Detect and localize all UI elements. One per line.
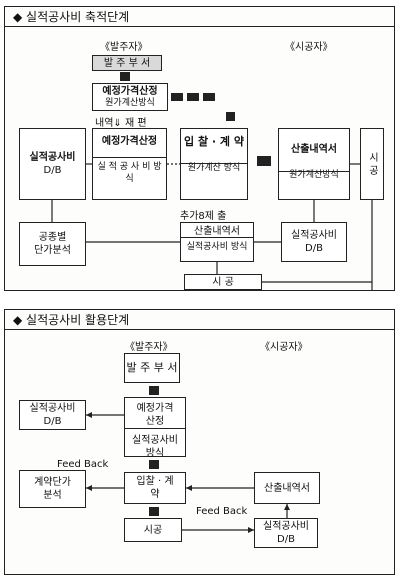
- owner-label: 《발주자》: [125, 342, 173, 353]
- calc-statement-text: 산출내역서: [291, 144, 337, 155]
- db-box-right: 실적공사비 D/B: [254, 518, 318, 548]
- owner-dept-text: 발 주 부 서: [126, 360, 178, 374]
- construction-box: 시 공: [360, 128, 384, 200]
- estimate-text: 예정가격 산정: [136, 403, 174, 427]
- arrow-right-icon: [171, 93, 183, 101]
- construction-text: 시 공: [366, 152, 378, 176]
- db-right-line-1: 실적공사비: [291, 230, 337, 241]
- contract-unit-box: 계약단가 분석: [19, 470, 86, 508]
- method-text: 실적공사비 방식: [132, 435, 178, 459]
- calc-statement-box: 산출내역서 원가계산방식: [278, 128, 350, 200]
- contract-unit-line-2: 분석: [43, 490, 62, 501]
- contractor-label: 《시공자》: [260, 342, 308, 353]
- calc-statement2-text: 산출내역서: [194, 226, 240, 237]
- contractor-label: 《시공자》: [285, 42, 333, 53]
- estimate-top-box: 예정가격산정 원가계산방식: [92, 83, 168, 111]
- bidding-text: 입 찰 · 계 약: [184, 135, 244, 148]
- bidding-box: 입찰 · 계약: [124, 472, 186, 504]
- db-line-2: D/B: [43, 416, 62, 427]
- db-box-right: 실적공사비 D/B: [281, 222, 347, 262]
- db-box-left: 실적공사비 D/B: [19, 128, 86, 200]
- section-title: ◆ 실적공사비 축적단계: [5, 7, 394, 27]
- arrow-right-icon: [257, 156, 271, 166]
- arrow-right-icon: [203, 93, 215, 101]
- calc-method-text: 원가계산방식: [289, 170, 339, 180]
- estimate-top-text: 예정가격산정: [102, 85, 158, 97]
- owner-label: 《발주자》: [100, 42, 148, 53]
- db-line-1: 실적공사비: [29, 152, 76, 163]
- db-right-line-2: D/B: [305, 243, 323, 254]
- mid-method-text: 실 적 공 사 비 방 식: [97, 162, 162, 184]
- down-arrow-icon: [120, 72, 130, 81]
- bidding-box: 입 찰 · 계 약 원가계산 방식: [180, 128, 248, 200]
- calc-statement-text: 산출내역서: [264, 482, 310, 494]
- db-line-1: 실적공사비: [29, 403, 76, 414]
- construction-text: 시공: [143, 524, 163, 536]
- owner-dept-text: 발 주 부 서: [103, 57, 151, 69]
- bidding-method-text: 원가계산 방식: [187, 163, 241, 174]
- breakdown-label: 내역⇓ 재 편: [95, 118, 147, 129]
- mid-estimate-box: 예정가격산정 실 적 공 사 비 방 식: [92, 128, 167, 200]
- owner-dept-box: 발 주 부 서: [124, 353, 180, 383]
- db-right-line-1: 실적공사비: [263, 521, 309, 532]
- down-arrow-icon: [149, 460, 159, 469]
- calc-statement2-box: 산출내역서 실적공사비 방식: [180, 222, 254, 262]
- arrow-right-icon: [187, 93, 199, 101]
- construction-bottom-text: 시 공: [212, 276, 234, 288]
- unit-cost-box: 공종별 단가분석: [19, 222, 86, 266]
- mid-estimate-text: 예정가격산정: [101, 136, 158, 147]
- section-title: ◆ 실적공사비 활용단계: [5, 310, 394, 330]
- down-arrow-icon: [149, 386, 159, 395]
- db-box-left: 실적공사비 D/B: [19, 400, 86, 430]
- feedback-label: Feed Back: [57, 459, 109, 470]
- feedback-label: Feed Back: [196, 506, 248, 517]
- unit-cost-line-2: 단가분석: [34, 245, 71, 256]
- section-utilization: ◆ 실적공사비 활용단계: [4, 309, 395, 575]
- down-arrow-icon: [226, 112, 235, 121]
- contract-unit-line-1: 계약단가: [34, 477, 71, 488]
- addl-submit-label: 추가8제 출: [180, 211, 227, 222]
- calc-method2-text: 실적공사비 방식: [186, 242, 248, 252]
- estimate-box: 예정가격 산정 실적공사비 방식: [124, 397, 186, 459]
- owner-dept-box: 발 주 부 서: [92, 55, 162, 71]
- db-line-2: D/B: [43, 165, 62, 176]
- construction-bottom-box: 시 공: [184, 274, 262, 290]
- db-right-line-2: D/B: [277, 534, 295, 545]
- cost-method-top-text: 원가계산방식: [105, 97, 155, 108]
- down-arrow-icon: [149, 507, 159, 516]
- unit-cost-line-1: 공종별: [38, 232, 67, 243]
- calc-statement-box: 산출내역서: [254, 472, 320, 504]
- construction-box: 시공: [124, 518, 182, 542]
- bidding-text: 입찰 · 계약: [136, 476, 174, 500]
